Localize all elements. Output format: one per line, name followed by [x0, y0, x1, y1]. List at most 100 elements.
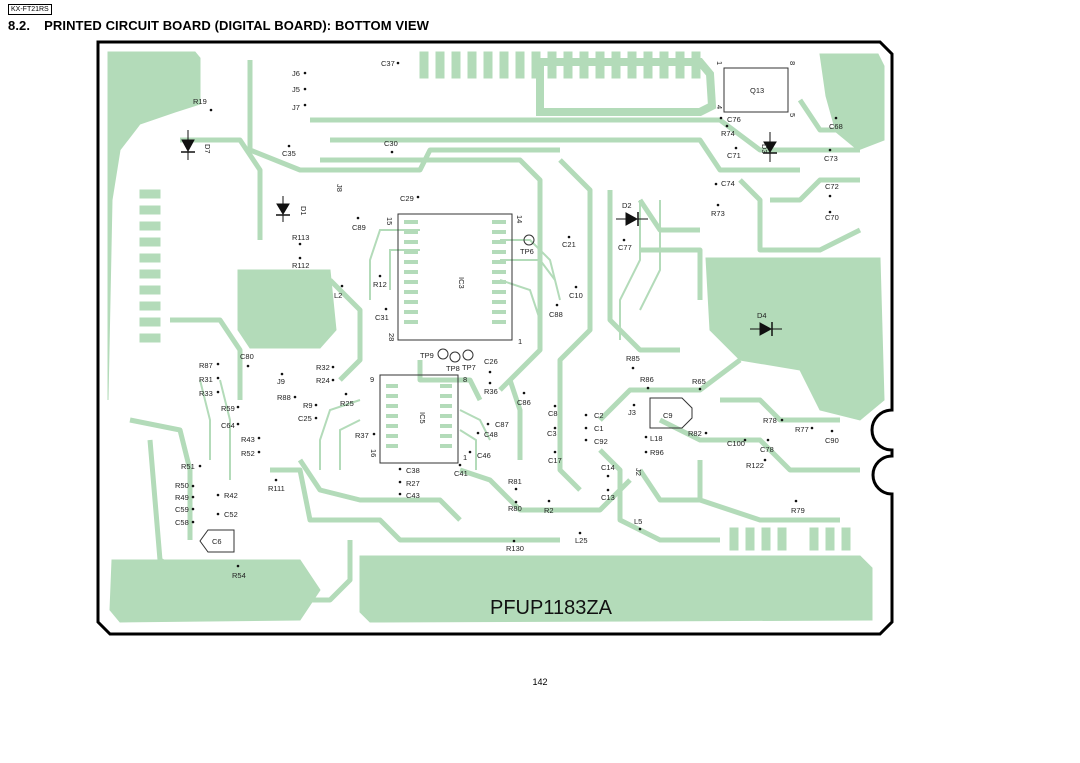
label-r9: R9 — [303, 401, 313, 410]
ic3-outline — [397, 213, 513, 341]
label-c29: C29 — [400, 194, 414, 203]
label-c3: C3 — [547, 429, 557, 438]
label-r31: R31 — [199, 375, 213, 384]
label-c77: C77 — [618, 243, 632, 252]
label-r19: R19 — [193, 97, 207, 106]
section-title: PRINTED CIRCUIT BOARD (DIGITAL BOARD): B… — [44, 18, 429, 33]
label-r2: R2 — [544, 506, 554, 515]
label-ic3-p1: 1 — [518, 337, 522, 346]
label-d1: D1 — [299, 206, 308, 216]
label-j9: J9 — [277, 377, 285, 386]
label-c89: C89 — [352, 223, 366, 232]
d2-symbol — [616, 212, 648, 226]
label-j8: J8 — [335, 184, 344, 192]
label-c76: C76 — [727, 115, 741, 124]
label-c74: C74 — [721, 179, 735, 188]
label-c31: C31 — [375, 313, 389, 322]
label-r65: R65 — [692, 377, 706, 386]
component-pads — [191, 61, 838, 568]
label-c48: C48 — [484, 430, 498, 439]
label-c92: C92 — [594, 437, 608, 446]
d3-symbol — [763, 132, 777, 162]
label-ic3-p14: 14 — [515, 215, 524, 223]
label-c9: C9 — [663, 411, 673, 420]
label-c1: C1 — [594, 424, 604, 433]
label-r59: R59 — [221, 404, 235, 413]
label-tp7: TP7 — [462, 363, 476, 372]
label-d3: D3 — [760, 144, 769, 154]
label-c71: C71 — [727, 151, 741, 160]
label-c100: C100 — [727, 439, 745, 448]
label-r24: R24 — [316, 376, 330, 385]
label-c14: C14 — [601, 463, 615, 472]
label-c88: C88 — [549, 310, 563, 319]
label-r112: R112 — [292, 261, 309, 270]
label-c78: C78 — [760, 445, 774, 454]
label-j5: J5 — [292, 85, 300, 94]
label-l18: L18 — [650, 434, 663, 443]
label-d4: D4 — [757, 311, 767, 320]
label-c59: C59 — [175, 505, 189, 514]
label-c80: C80 — [240, 352, 254, 361]
model-tag: KX-FT21RS — [8, 4, 52, 15]
label-tp6: TP6 — [520, 247, 534, 256]
label-c13: C13 — [601, 493, 615, 502]
label-r12: R12 — [373, 280, 387, 289]
tp9-pad — [437, 348, 449, 360]
left-connector-pads — [139, 189, 161, 343]
label-r73: R73 — [711, 209, 725, 218]
label-r87: R87 — [199, 361, 213, 370]
d4-symbol — [750, 322, 782, 336]
label-r82: R82 — [688, 429, 702, 438]
label-r86: R86 — [640, 375, 654, 384]
label-c43: C43 — [406, 491, 420, 500]
label-l2: L2 — [334, 291, 342, 300]
label-c38: C38 — [406, 466, 420, 475]
label-c6: C6 — [212, 537, 222, 546]
label-r85: R85 — [626, 354, 640, 363]
top-connector-pads — [419, 51, 701, 79]
label-c58: C58 — [175, 518, 189, 527]
label-tp8: TP8 — [446, 364, 460, 373]
label-c52: C52 — [224, 510, 238, 519]
label-ic3: IC3 — [457, 277, 466, 289]
tp8-pad — [449, 351, 461, 363]
d7-symbol — [181, 130, 195, 160]
label-c8: C8 — [548, 409, 558, 418]
label-r79: R79 — [791, 506, 805, 515]
label-c68: C68 — [829, 122, 843, 131]
copper-layer — [107, 51, 885, 623]
silkscreen-labels: C37 J6 J5 J7 R19 D7 C35 C30 J8 C29 D1 15… — [175, 59, 843, 580]
label-q13-p4: 4 — [715, 105, 724, 109]
label-c37: C37 — [381, 59, 395, 68]
label-r96: R96 — [650, 448, 664, 457]
label-ic5-p16: 16 — [369, 449, 378, 457]
label-r32: R32 — [316, 363, 330, 372]
label-c17: C17 — [548, 456, 562, 465]
label-r80: R80 — [508, 504, 522, 513]
d1-symbol — [276, 196, 290, 222]
label-r130: R130 — [506, 544, 524, 553]
tp6-pad — [523, 234, 535, 246]
label-c70: C70 — [825, 213, 839, 222]
label-c25: C25 — [298, 414, 312, 423]
ic5-outline — [379, 374, 459, 464]
label-c86: C86 — [517, 398, 531, 407]
q13-outline — [723, 67, 789, 113]
label-r122: R122 — [746, 461, 764, 470]
label-ic5-p8: 8 — [463, 375, 467, 384]
label-r42: R42 — [224, 491, 238, 500]
c6-outline — [199, 529, 235, 553]
label-r52: R52 — [241, 449, 255, 458]
label-j2: J2 — [634, 468, 643, 476]
label-r49: R49 — [175, 493, 189, 502]
label-r113: R113 — [292, 233, 309, 242]
copper-traces — [129, 60, 862, 603]
label-j7: J7 — [292, 103, 300, 112]
ic-pads — [386, 220, 506, 448]
label-r111: R111 — [268, 484, 285, 493]
label-c64: C64 — [221, 421, 235, 430]
label-q13: Q13 — [750, 86, 764, 95]
label-c46: C46 — [477, 451, 491, 460]
